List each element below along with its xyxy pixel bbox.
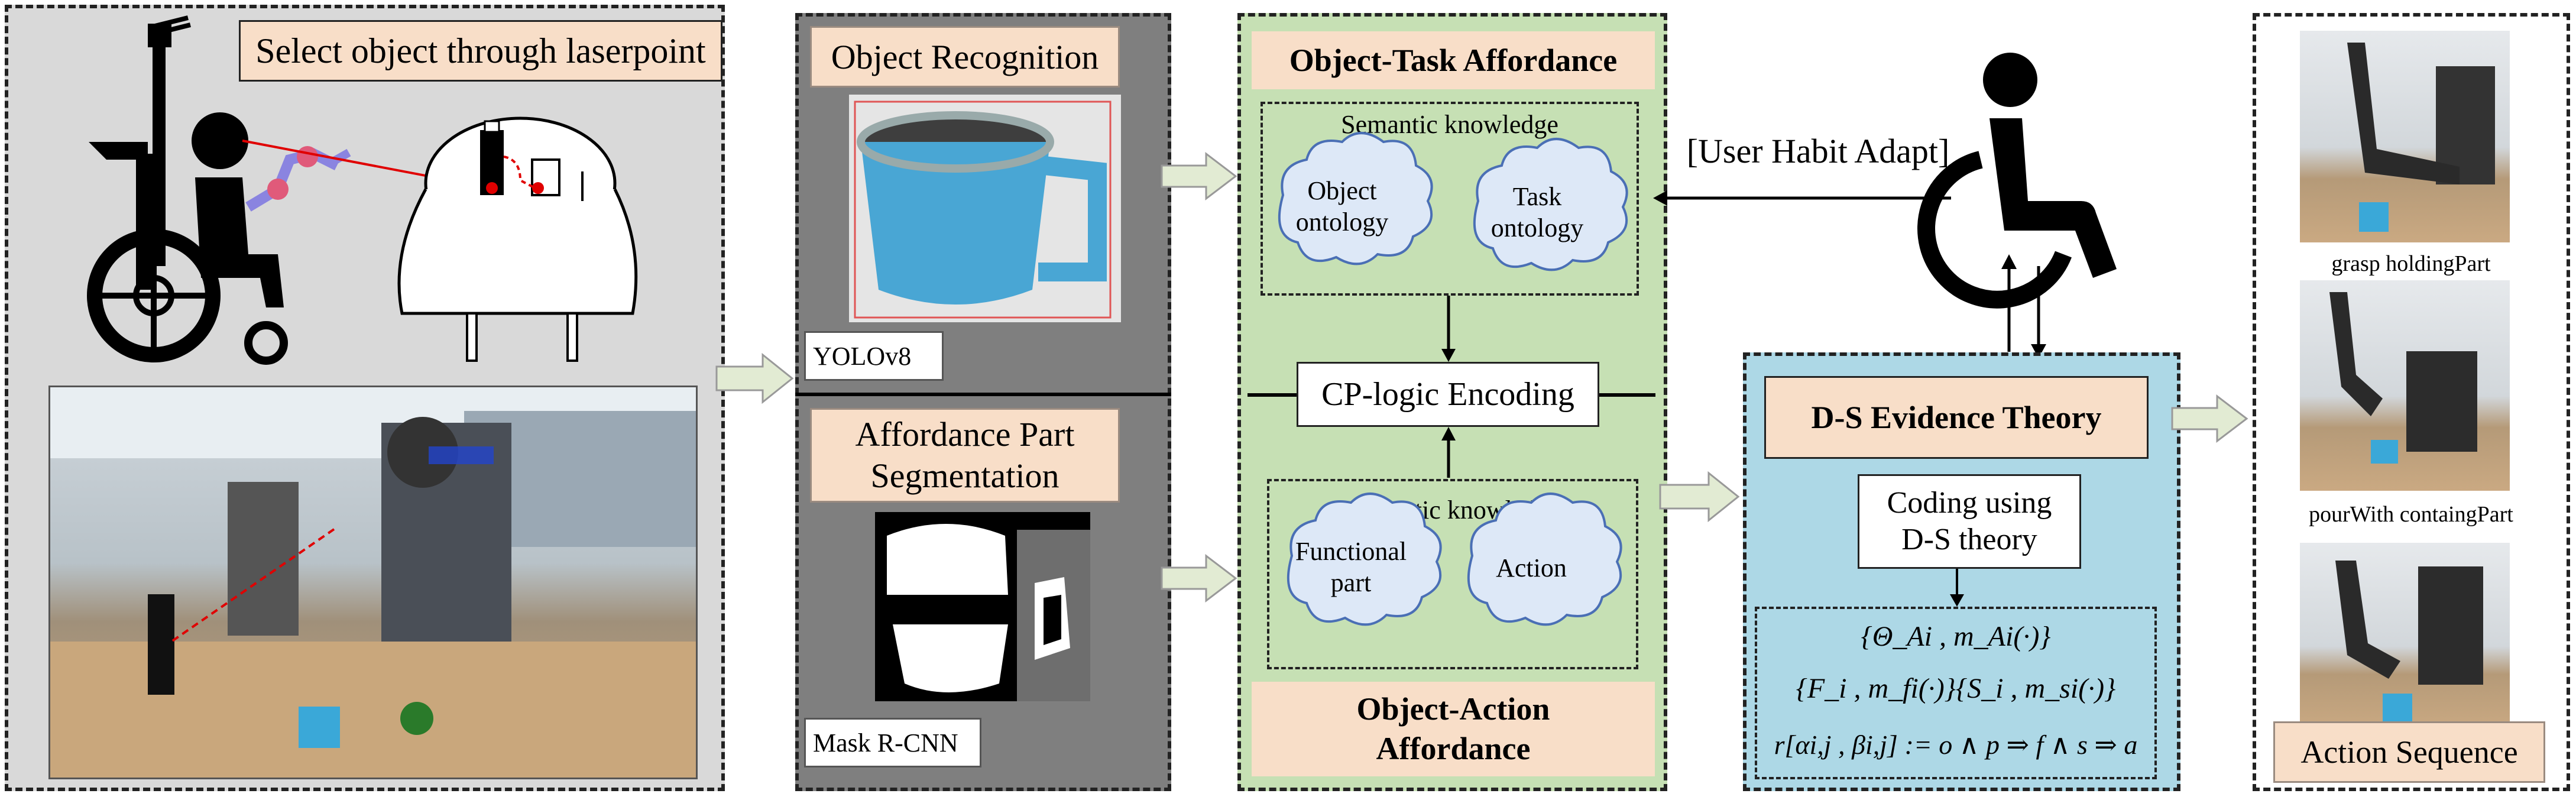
mask-bottom xyxy=(893,624,1008,692)
action-frame-2 xyxy=(2300,280,2510,491)
mask-rcnn-label: Mask R-CNN xyxy=(804,718,981,767)
task-ontology-line1: Task xyxy=(1512,182,1562,212)
user-body xyxy=(195,177,284,307)
photo-bottle xyxy=(148,594,174,695)
affordance-part-title: Affordance Part Segmentation xyxy=(810,408,1120,503)
functional-part-line2: part xyxy=(1330,568,1372,597)
cp-logic-encoding-box: CP-logic Encoding xyxy=(1297,362,1599,427)
semantic-knowledge-top-box xyxy=(1261,102,1639,296)
formula-box xyxy=(1755,607,2157,779)
perception-divider xyxy=(795,393,1171,396)
affordance-part-line1: Affordance Part xyxy=(855,415,1075,454)
formula-line-3: r[αi,j , βi,j] := o ∧ p ⇒ f ∧ s ⇒ a xyxy=(1774,730,2138,760)
functional-part-line1: Functional xyxy=(1295,537,1407,566)
cup-detection-image xyxy=(849,95,1121,322)
user-head xyxy=(192,112,248,169)
semantic-knowledge-bottom-label: Semantic knowledge xyxy=(1344,495,1561,524)
formula-line-2: {F_i , m_fi(·)}{S_i , m_si(·)} xyxy=(1796,672,2116,704)
affordance-part-line2: Segmentation xyxy=(870,456,1059,495)
cup-body xyxy=(861,142,1050,305)
photo-ball xyxy=(400,702,433,735)
semantic-knowledge-bottom-box xyxy=(1267,479,1638,669)
object-action-line1: Object-Action xyxy=(1356,691,1550,727)
task-ontology-text: Task ontology xyxy=(1466,171,1608,254)
coding-line1: Coding using xyxy=(1887,485,2052,520)
photo-cup xyxy=(299,707,340,748)
action-caption-2: pourWith containgPart xyxy=(2309,502,2513,527)
cup-icon xyxy=(531,158,560,196)
bbox-rect xyxy=(854,101,1112,319)
robot-arm-3 xyxy=(2335,561,2400,679)
wheelchair-illustration xyxy=(87,15,638,365)
object-action-affordance-title: Object-Action Affordance xyxy=(1250,680,1657,778)
user-habit-adapt-label: [User Habit Adapt] xyxy=(1686,131,1950,170)
photo-table xyxy=(50,642,696,778)
task-ontology-line2: ontology xyxy=(1490,213,1584,242)
mask-top xyxy=(887,524,1008,595)
coding-line2: D-S theory xyxy=(1901,523,2037,556)
yolo-label: YOLOv8 xyxy=(804,331,944,381)
object-ontology-line1: Object xyxy=(1307,176,1377,206)
action-caption-1: grasp holdingPart xyxy=(2331,251,2491,276)
functional-part-text: Functional part xyxy=(1280,526,1422,609)
mask-segmentation-image xyxy=(875,512,1090,701)
ds-evidence-title: D-S Evidence Theory xyxy=(1764,376,2149,459)
laserpoint-title: Select object through laserpoint xyxy=(239,20,722,82)
action-frame-3 xyxy=(2300,543,2510,731)
semantic-knowledge-top-label: Semantic knowledge xyxy=(1341,109,1558,139)
user-photo xyxy=(48,386,698,779)
action-text: Action xyxy=(1496,553,1567,582)
chair-wheel xyxy=(87,229,221,362)
object-task-affordance-title: Object-Task Affordance xyxy=(1250,30,1657,91)
action-frame-1 xyxy=(2300,31,2510,242)
formula-line-1: {Θ_Ai , m_Ai(·)} xyxy=(1861,620,2051,652)
object-ontology-line2: ontology xyxy=(1295,208,1389,237)
action-sequence-title: Action Sequence xyxy=(2273,721,2545,783)
robot-arm-1 xyxy=(2347,43,2460,184)
camera-pole xyxy=(153,41,166,266)
object-action-line2: Affordance xyxy=(1376,731,1531,766)
robot-arm-2 xyxy=(2329,292,2383,416)
object-recognition-title: Object Recognition xyxy=(810,26,1120,88)
object-ontology-text: Object ontology xyxy=(1271,166,1413,248)
coding-ds-box: Coding using D-S theory xyxy=(1858,474,2081,569)
